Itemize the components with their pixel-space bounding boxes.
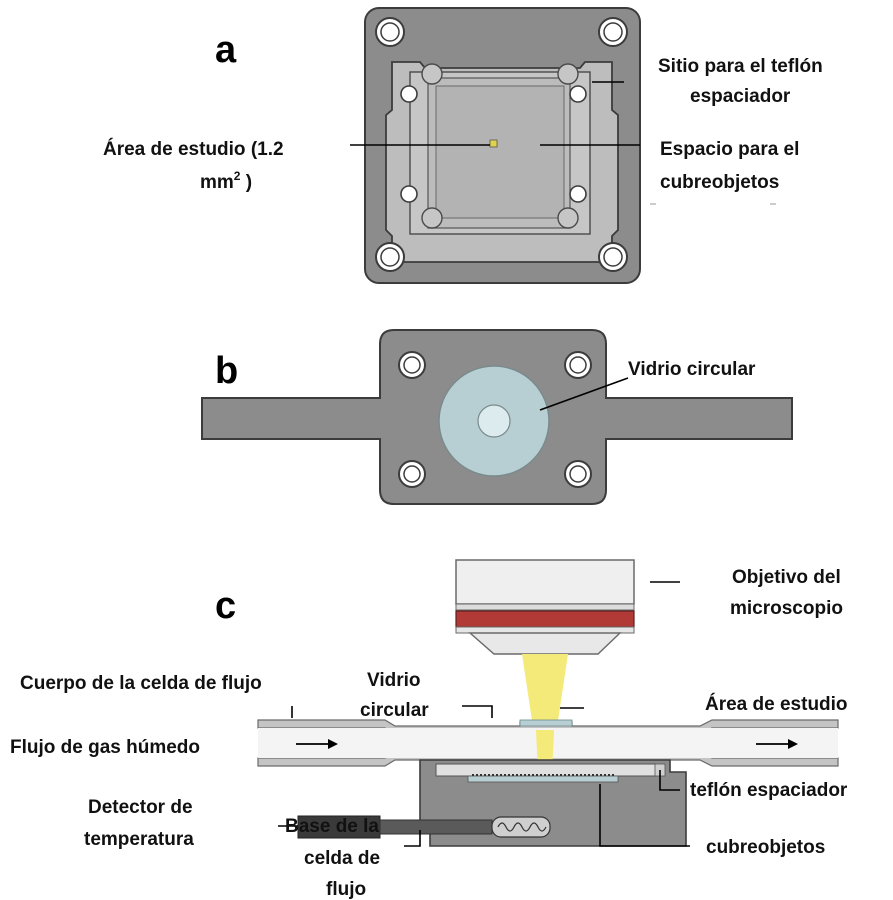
label-study-area-1: Área de estudio (1.2 [103,138,284,160]
screw-holes [375,17,628,272]
flow-arrow-out [756,739,798,749]
leader-circular-glass [539,377,629,411]
objective-lens-cone [468,632,622,655]
flow-arrow-in [296,739,338,749]
inner-hole [569,185,587,203]
leader-teflon [659,770,680,791]
coverslip-inner [435,85,565,219]
corner-lobe [421,207,443,229]
label-coverslip-space-2: cubreobjetos [660,172,779,193]
panel-b-letter: b [215,350,238,392]
label-base-1: Base de la [285,816,379,837]
leader-glass [462,705,493,718]
panel-b: b Vidrio circular [201,329,793,505]
objective-ring [455,603,635,611]
screw-hole [398,460,426,488]
screw-hole [598,242,628,272]
label-study-area-unit: mm [200,172,234,193]
label-objective-1: Objetivo del [732,567,841,588]
label-teflon-site-2: espaciador [690,86,791,107]
microscope-objective [455,559,635,655]
screw-hole [564,351,592,379]
label-study-area-2: mm2 ) [200,169,252,193]
label-circular-glass: Vidrio circular [628,359,756,380]
label-detector-1: Detector de [88,797,193,818]
label-flow-cell-body: Cuerpo de la celda de flujo [20,673,262,694]
label-glass-c-1: Vidrio [367,670,421,691]
objective-ring-lower [455,626,635,634]
coil-winding [497,822,547,832]
panel-c: c [10,559,848,900]
light-beam [522,654,568,774]
screw-holes-b [398,351,592,488]
label-teflon-spacer: teflón espaciador [690,780,848,801]
label-study-area-close: ) [240,172,252,193]
study-area-marker [489,139,498,148]
glass-center [477,404,511,438]
label-base-2: celda de [304,848,380,869]
objective-barrel [455,559,635,605]
label-base-3: flujo [326,879,366,900]
screw-hole [398,351,426,379]
corner-lobe [421,63,443,85]
circular-glass-window [519,719,573,727]
label-coverslip-c: cubreobjetos [706,837,825,858]
label-gas-flow: Flujo de gas húmedo [10,737,200,758]
label-glass-c-2: circular [360,700,429,721]
inner-hole [569,85,587,103]
leader-base [404,830,421,847]
temperature-probe-coil [491,816,551,838]
panel-c-letter: c [215,585,236,627]
leader-coverslip-c [599,784,690,847]
temperature-probe-shaft [379,819,493,835]
coverslip [467,775,619,783]
corner-lobe [557,63,579,85]
label-detector-2: temperatura [84,829,194,850]
corner-lobe [557,207,579,229]
panel-a: a [103,7,823,284]
label-coverslip-space-1: Espacio para el [660,139,799,160]
objective-red-band [455,610,635,628]
label-objective-2: microscopio [730,598,843,619]
label-teflon-site-1: Sitio para el teflón [658,56,823,77]
label-study-area-c: Área de estudio [705,693,848,715]
label-study-area-sup: 2 [234,169,241,183]
screw-hole [564,460,592,488]
screw-hole [375,242,405,272]
screw-hole [598,17,628,47]
inner-hole [400,85,418,103]
screw-hole [375,17,405,47]
inner-hole [400,185,418,203]
panel-a-letter: a [215,29,237,71]
